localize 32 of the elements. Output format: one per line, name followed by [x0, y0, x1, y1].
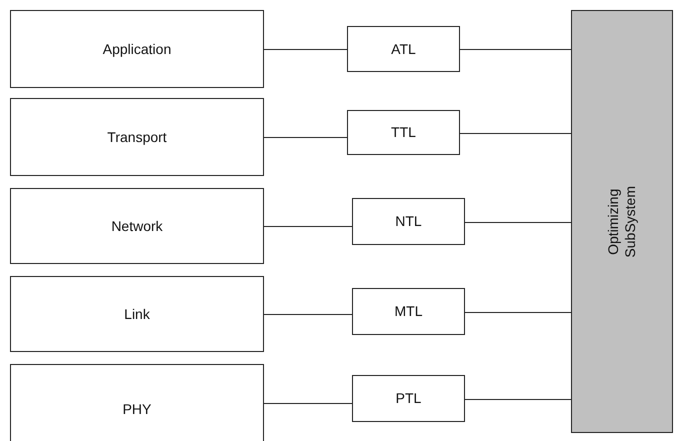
connector-line	[464, 222, 572, 223]
box-label: PTL	[396, 390, 422, 407]
connector-line	[264, 49, 348, 50]
process-box	[352, 288, 465, 335]
connector-line	[264, 403, 352, 404]
layer-box	[10, 364, 264, 441]
box-label: TTL	[391, 124, 416, 141]
subsystem-box	[571, 10, 673, 433]
layer-box	[10, 98, 264, 176]
process-box	[347, 26, 460, 72]
connector-line	[460, 49, 572, 50]
layer-box	[10, 188, 264, 264]
box-label: PHY	[122, 400, 152, 418]
connector-line	[460, 133, 572, 134]
process-box	[352, 198, 465, 245]
process-box	[352, 375, 465, 422]
box-label: Application	[102, 40, 172, 58]
connector-line	[264, 137, 348, 138]
connector-line	[464, 312, 572, 313]
layer-box	[10, 276, 264, 352]
box-label: Transport	[107, 128, 167, 146]
layer-box	[10, 10, 264, 88]
box-label: Network	[111, 218, 163, 234]
connector-line	[264, 226, 352, 227]
box-label: MTL	[394, 303, 422, 320]
process-box	[347, 110, 460, 155]
box-label: Link	[124, 306, 150, 322]
connector-line	[264, 314, 352, 315]
box-label: ATL	[391, 40, 416, 58]
connector-line	[464, 399, 572, 400]
box-label: NTL	[395, 213, 422, 230]
subsystem-label: Optimizing SubSystem	[605, 184, 639, 260]
